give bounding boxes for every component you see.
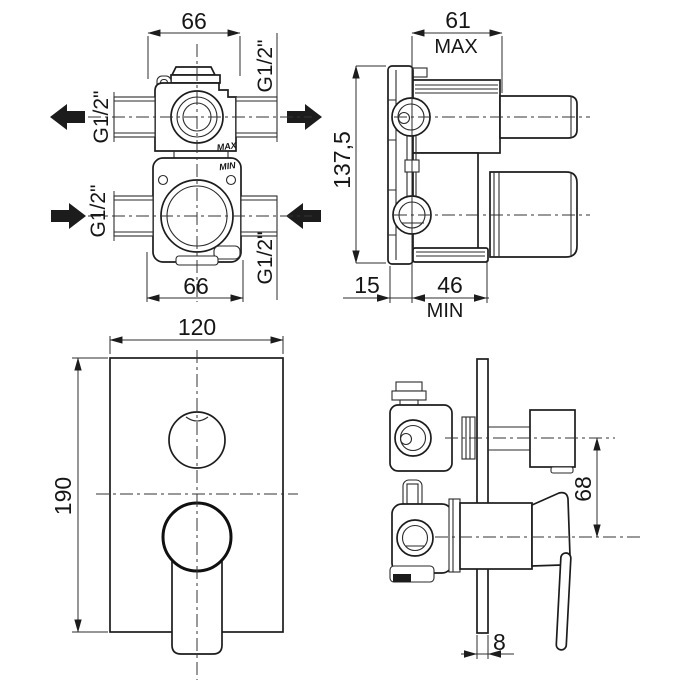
- valve-body-front: MAX MIN: [113, 66, 278, 266]
- view-rough-in-side: 61 MAX 137,5 15 46 MIN: [329, 7, 590, 322]
- plaster-ribs-top: [415, 84, 498, 94]
- lower-rib-band: [448, 498, 461, 573]
- dim-arrow: [377, 294, 390, 302]
- depth-min-qualifier-label: MIN: [427, 300, 464, 322]
- dim-plate-width-label: 120: [178, 314, 216, 340]
- neck-lines: [173, 151, 229, 158]
- knob-notch: [550, 466, 574, 474]
- lower-boss-side-inner: [401, 524, 429, 552]
- centerlines-trim-side: [435, 437, 640, 538]
- body-max-label: MAX: [216, 140, 238, 153]
- bottom-foot-pad: [393, 574, 411, 582]
- port-label-left-top: G1/2": [90, 91, 113, 144]
- dim-plate-height-label: 190: [50, 477, 76, 515]
- body-min-label: MIN: [219, 160, 237, 172]
- dim-width-bottom-label: 66: [183, 273, 209, 299]
- knob-shaft-lines: [488, 426, 530, 451]
- centerlines-front: [88, 44, 312, 302]
- diverter-knob-notch: [185, 416, 209, 422]
- port-lower-right-walls: [241, 199, 277, 233]
- port-leader-lines: [113, 33, 278, 300]
- ext-line: [389, 260, 488, 303]
- port-label-top-right: G1/2": [254, 40, 277, 93]
- port-label-bottom-right: G1/2": [254, 232, 277, 285]
- flow-arrow-in-right-icon: [286, 203, 321, 229]
- dimensions-trim-front: 120 190: [50, 314, 284, 633]
- dim-height-label: 137,5: [329, 131, 355, 189]
- bottom-tab: [213, 245, 241, 260]
- dim-flange-offset-label: 15: [354, 272, 380, 298]
- screw-left: [157, 174, 169, 186]
- thermostat-cap: [170, 66, 217, 76]
- dimensions-front: 66 66 G1/2" G1/2" G1/2" G1/2": [87, 8, 278, 302]
- thermostat-cap-base: [170, 74, 221, 84]
- flange-notches: [388, 99, 396, 236]
- flow-arrow-in-left-icon: [51, 203, 86, 229]
- ext-line: [72, 357, 108, 633]
- dim-centers-distance-label: 68: [570, 476, 596, 502]
- ext-line: [476, 635, 489, 659]
- upper-boss-screw: [399, 432, 413, 446]
- view-trim-front: 120 190: [50, 314, 298, 680]
- bottom-rib-band: [412, 247, 489, 263]
- dim-plate-thickness-label: 8: [493, 629, 506, 655]
- flow-arrow-out-left-icon: [50, 104, 85, 130]
- dimensions-side: 61 MAX 137,5 15 46 MIN: [329, 7, 503, 322]
- dim-width-top-label: 66: [181, 8, 207, 34]
- ext-line: [356, 65, 386, 264]
- port-upper-left-walls: [114, 100, 155, 134]
- wall-plate-side: [476, 358, 489, 634]
- port-lower-left-walls: [114, 199, 153, 233]
- centerlines-side: [394, 116, 590, 216]
- valve-body-side: [387, 65, 578, 265]
- dim-arrow: [474, 294, 487, 302]
- ext-line: [147, 36, 241, 79]
- dim-arrow: [488, 650, 501, 658]
- port-label-left-bottom: G1/2": [87, 185, 110, 238]
- centerlines-trim-front: [96, 350, 298, 680]
- view-rough-in-front: MAX MIN 66 66 G1/2" G1/2": [50, 8, 322, 302]
- dimensions-trim-side: 68 8: [461, 437, 601, 659]
- dim-depth-max-label: 61: [445, 7, 471, 33]
- view-trim-side: 68 8: [389, 358, 640, 659]
- upper-fitting-cap: [395, 381, 423, 392]
- lever-rod-side: [555, 552, 572, 651]
- dim-arrow: [464, 650, 477, 658]
- flow-arrows: [50, 104, 322, 229]
- plaster-ribs-bottom: [416, 251, 485, 257]
- screw-right: [225, 174, 237, 186]
- port-upper-right-walls: [236, 100, 277, 134]
- upper-fitting: [391, 390, 427, 401]
- lever-handle-front: [171, 559, 223, 655]
- dim-depth-min-label: 46: [437, 272, 463, 298]
- lever-escutcheon-side: [459, 502, 533, 570]
- upper-boss-screw: [397, 111, 411, 125]
- dim-arrow: [412, 294, 425, 302]
- depth-max-qualifier-label: MAX: [434, 36, 477, 58]
